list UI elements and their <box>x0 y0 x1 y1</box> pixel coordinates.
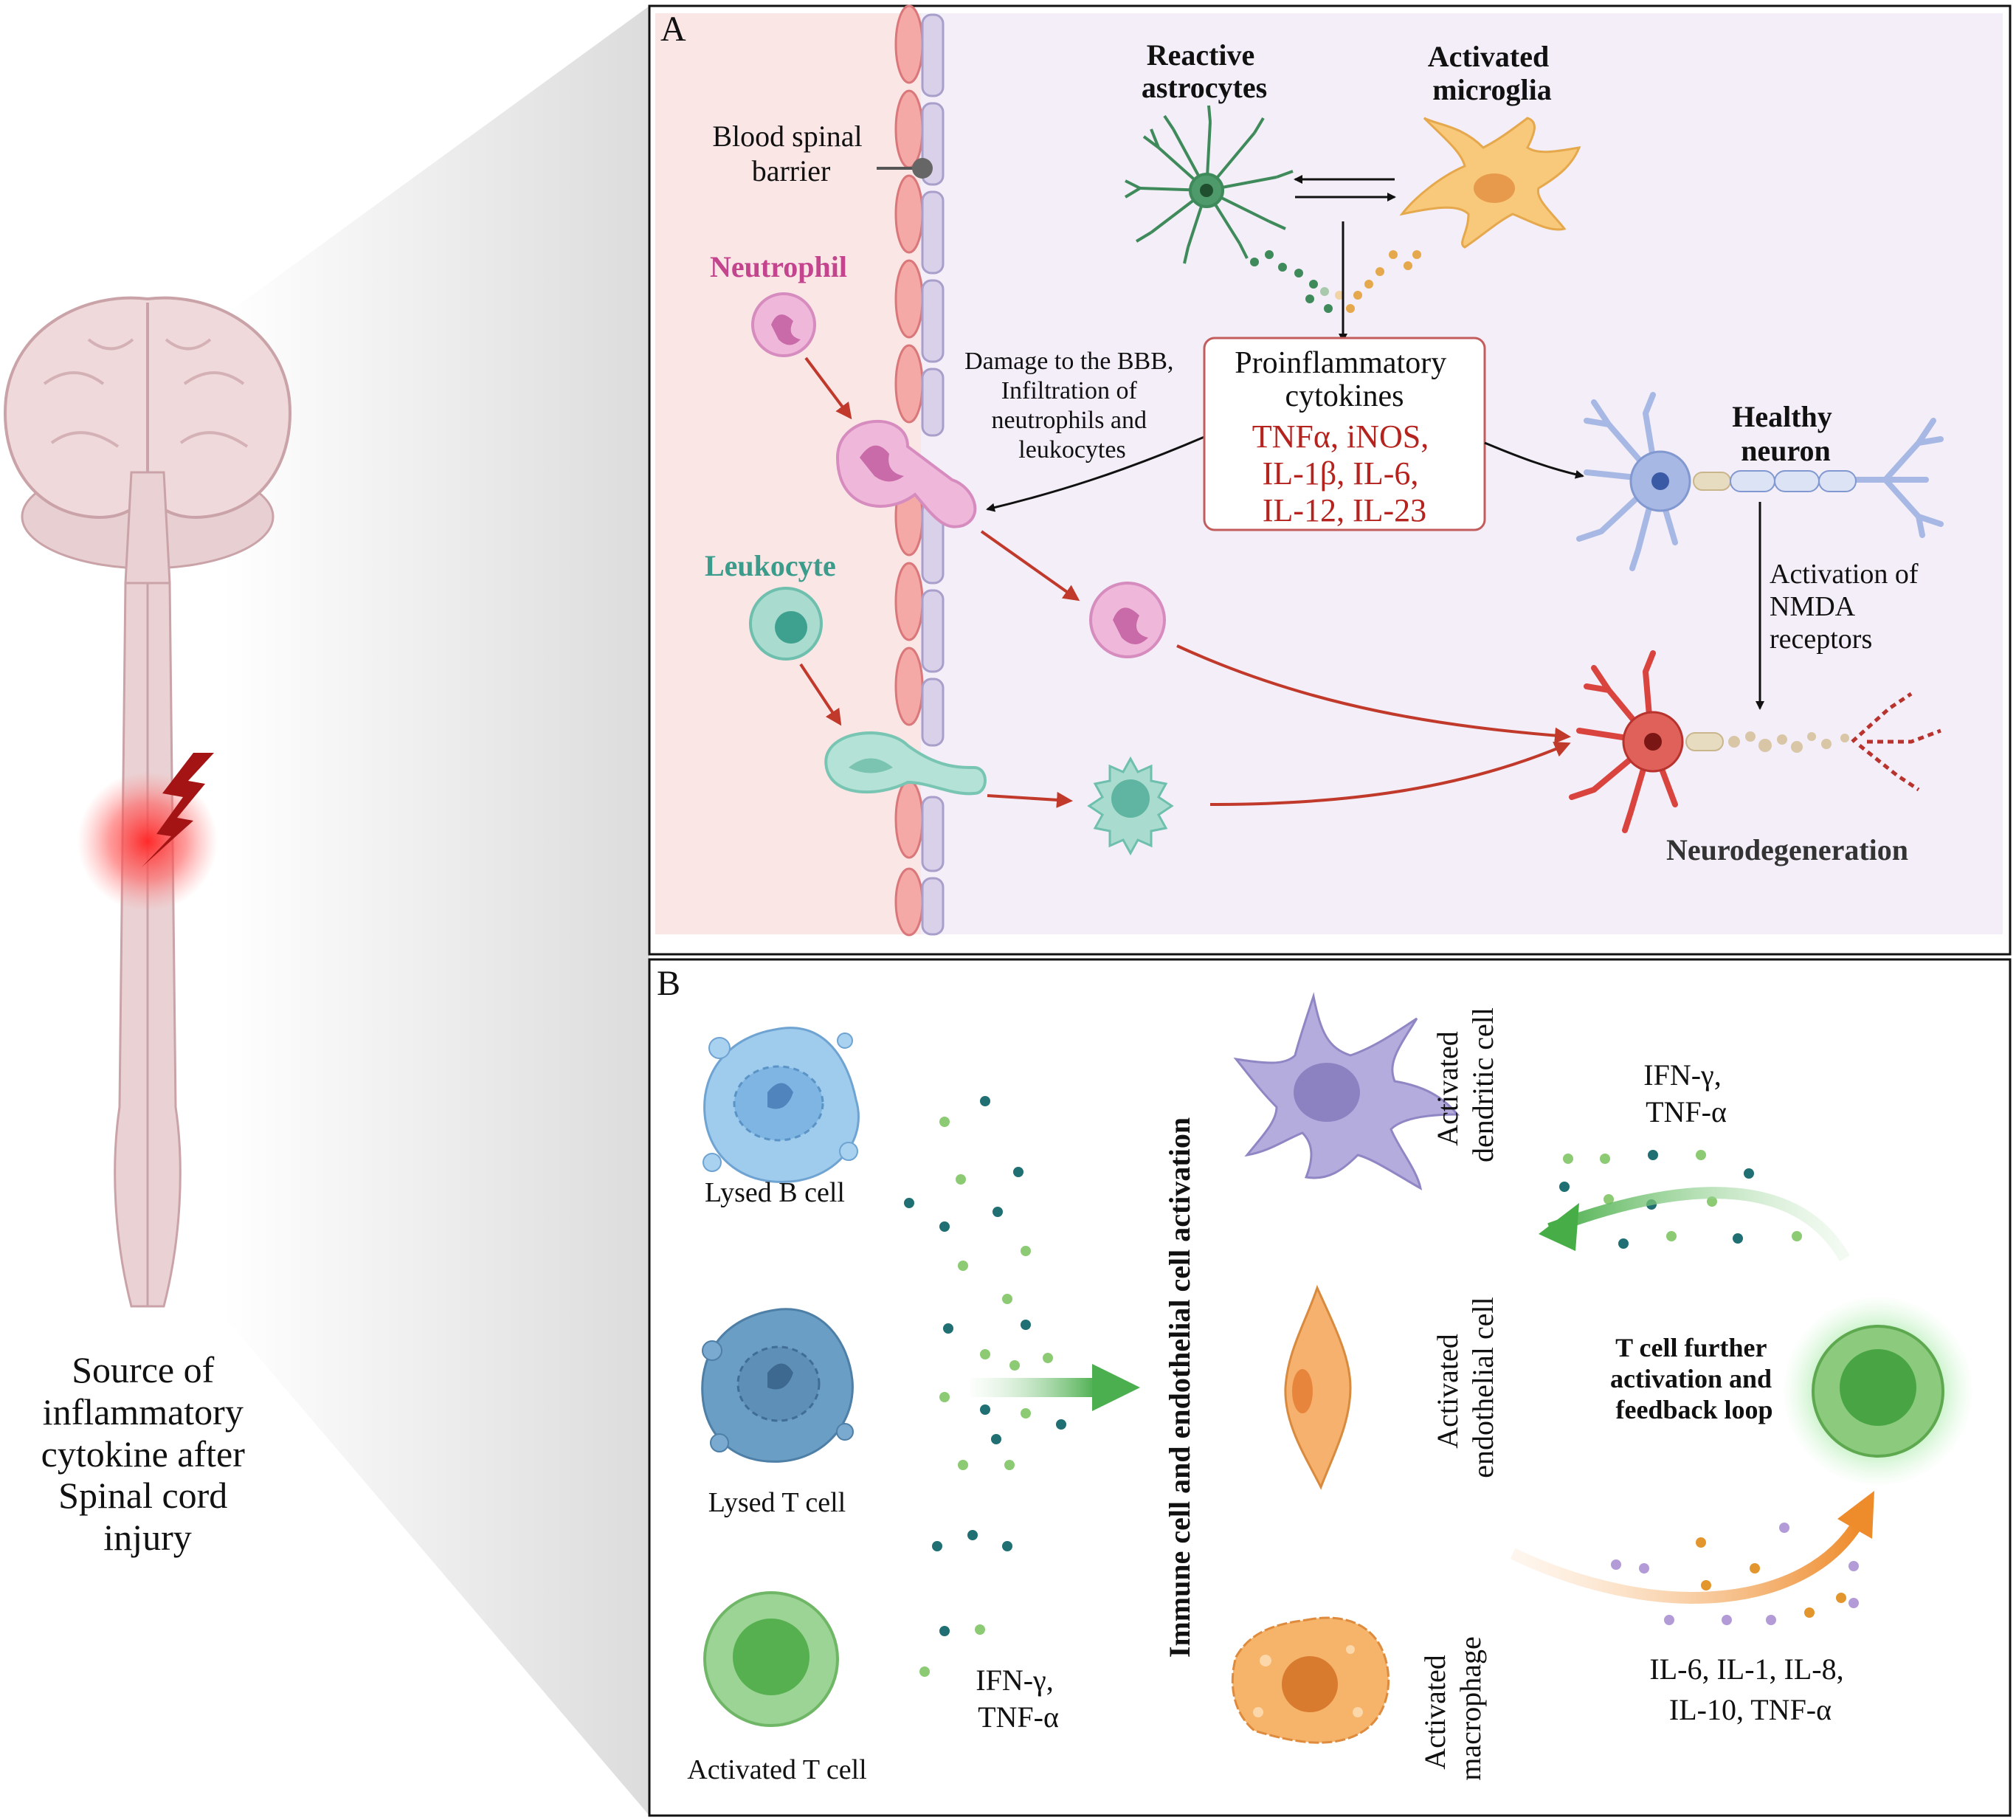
activated-t-cell-right <box>1812 1325 1944 1458</box>
activated-t-cell-left <box>703 1591 839 1727</box>
bsb-pointer-dot <box>912 158 933 179</box>
leukocyte-arrow-1 <box>799 663 842 726</box>
microglia-label: Activated microglia <box>1428 40 1556 106</box>
degenerating-neuron <box>1569 650 1941 833</box>
magnification-cone <box>221 6 649 1816</box>
healthy-neuron-label: Healthy neuron <box>1732 400 1840 467</box>
lysed-t-cell <box>701 1308 854 1463</box>
neutrophil-transmigrating <box>835 419 977 528</box>
dendritic-cell <box>1233 992 1460 1190</box>
neutrophil-arrow-1 <box>804 356 852 420</box>
lysed-b-label: Lysed B cell <box>705 1177 845 1208</box>
panel-a: A <box>648 4 2012 956</box>
macrophage-cell <box>1231 1616 1390 1744</box>
cytokines-list: TNFα, iNOS, IL-1β, IL-6, IL-12, IL-23 <box>1252 418 1437 528</box>
activated-t-label: Activated T cell <box>687 1754 866 1785</box>
vertical-title: Immune cell and endothelial cell activat… <box>1163 1117 1196 1658</box>
lightning-icon <box>142 753 214 867</box>
left-caption: Source of inflammatory cytokine after Sp… <box>41 1349 255 1558</box>
neutrophil-to-neuron-arrow <box>1176 644 1571 744</box>
panel-b: B Lysed B cell Lysed T cell Activat <box>648 958 2012 1817</box>
feedback-green-arrow <box>1539 1187 1850 1261</box>
bsb-label: Blood spinal barrier <box>712 120 869 187</box>
leukocyte-transmigrating <box>824 731 987 796</box>
leukocyte-activated <box>1087 756 1174 856</box>
panel-b-letter: B <box>657 964 680 1003</box>
feedback-label: T cell further activation and feedback l… <box>1610 1333 1778 1424</box>
bottom-right-cytokines-label: IL-6, IL-1, IL-8, IL-10, TNF-α <box>1649 1652 1851 1726</box>
endothelial-label: Activated endothelial cell <box>1431 1297 1499 1478</box>
healthy-neuron <box>1576 392 1944 571</box>
top-right-cytokine-dots <box>1559 1150 1802 1249</box>
brain-spinal-cord-illustration <box>4 296 291 1308</box>
left-cytokines-label: IFN-γ, TNF-α <box>976 1664 1060 1734</box>
neutrophil-arrow-2 <box>980 530 1080 602</box>
nmda-label: Activation of NMDA receptors <box>1770 559 1925 655</box>
proinflammatory-cytokines-box <box>1203 337 1486 531</box>
neutrophil-infiltrated <box>1089 582 1166 658</box>
top-right-cytokines-label: IFN-γ, TNF-α <box>1643 1058 1728 1128</box>
feedback-orange-arrow <box>1510 1491 1874 1604</box>
bottom-right-cytokine-dots <box>1611 1523 1859 1625</box>
damage-label: Damage to the BBB, Infiltration of neutr… <box>964 348 1180 463</box>
brainstem <box>124 471 171 585</box>
dendritic-label: Activated dendritic cell <box>1431 1007 1499 1162</box>
cytokines-to-neuron-arrow <box>1484 441 1584 479</box>
neutrophil-cell <box>751 292 816 357</box>
activation-arrow <box>970 1364 1140 1411</box>
astrocyte-cell <box>1124 105 1294 264</box>
microglia-cell <box>1399 117 1581 249</box>
lysed-t-label: Lysed T cell <box>708 1487 846 1518</box>
neurodegeneration-label: Neurodegeneration <box>1666 833 1908 866</box>
glial-cytokine-dots <box>1250 250 1421 313</box>
lysed-b-cell <box>703 1027 860 1183</box>
endothelial-cell <box>1284 1284 1352 1490</box>
neutrophil-label: Neutrophil <box>710 250 847 283</box>
panel-a-letter: A <box>660 10 686 49</box>
left-cytokine-dots <box>904 1096 1066 1677</box>
leukocyte-arrow-2 <box>987 791 1073 808</box>
macrophage-label: Activated macrophage <box>1418 1636 1487 1780</box>
blood-spinal-barrier <box>877 4 945 937</box>
cytokines-title: Proinflammatory cytokines <box>1235 346 1454 413</box>
leukocyte-cell <box>749 587 823 661</box>
astrocytes-label: Reactive astrocytes <box>1142 38 1267 104</box>
leukocyte-to-neuron-arrow <box>1209 741 1571 806</box>
cytokines-to-neutrophil-arrow <box>986 435 1205 512</box>
leukocyte-label: Leukocyte <box>705 549 836 582</box>
